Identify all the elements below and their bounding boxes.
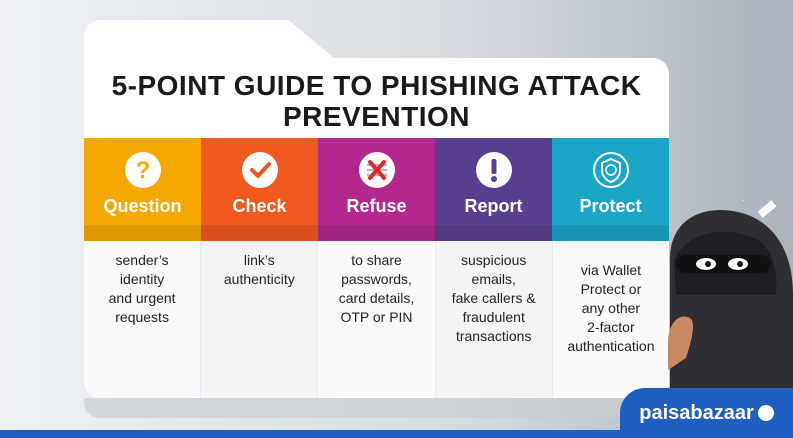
check-icon bbox=[241, 152, 278, 188]
desc-line: link’s bbox=[243, 252, 275, 268]
pupil bbox=[737, 261, 743, 267]
desc-protect: via Wallet Protect or any other 2-factor… bbox=[557, 261, 665, 356]
band-lower bbox=[84, 225, 201, 241]
title-line-2: PREVENTION bbox=[282, 101, 471, 132]
band-protect: Protect bbox=[552, 138, 669, 241]
desc-refuse: to share passwords, card details, OTP or… bbox=[322, 251, 430, 327]
desc-line: transactions bbox=[455, 328, 532, 344]
desc-report: suspicious emails, fake callers & fraudu… bbox=[440, 251, 548, 346]
desc-line: requests bbox=[115, 309, 169, 325]
guide-card: 5-POINT GUIDE TO PHISHING ATTACK PREVENT… bbox=[84, 58, 669, 398]
desc-line: authenticity bbox=[223, 271, 295, 287]
step-bands: ? Question Check Refuse Report bbox=[84, 138, 669, 241]
band-report: Report bbox=[435, 138, 552, 241]
desc-question: sender’s identity and urgent requests bbox=[88, 251, 196, 327]
band-lower bbox=[552, 225, 669, 241]
step-label-refuse: Refuse bbox=[346, 196, 407, 216]
desc-line: OTP or PIN bbox=[340, 309, 413, 325]
band-check: Check bbox=[201, 138, 318, 241]
band-question: ? Question bbox=[84, 138, 201, 241]
brand-dot-icon bbox=[757, 405, 774, 421]
brand-name: paisabazaar bbox=[639, 401, 754, 424]
step-label-question: Question bbox=[103, 196, 182, 216]
mask bbox=[676, 255, 771, 273]
band-lower bbox=[201, 225, 318, 241]
step-descriptions: sender’s identity and urgent requests li… bbox=[84, 241, 669, 398]
desc-line: 2-factor bbox=[587, 319, 635, 335]
desc-check: link’s authenticity bbox=[205, 251, 313, 289]
cross-icon bbox=[358, 152, 395, 188]
alert-mark bbox=[757, 200, 777, 218]
card-shadow bbox=[84, 398, 669, 418]
band-lower bbox=[318, 225, 435, 241]
hand bbox=[668, 316, 693, 370]
desc-line: suspicious bbox=[461, 252, 527, 268]
shield-icon bbox=[592, 152, 629, 188]
desc-line: emails, bbox=[471, 271, 516, 287]
alert-mark bbox=[736, 200, 752, 201]
question-icon: ? bbox=[124, 152, 161, 188]
hacker-illustration bbox=[668, 200, 793, 430]
col-report: suspicious emails, fake callers & fraudu… bbox=[435, 241, 553, 398]
bottom-bar bbox=[0, 430, 793, 438]
pupil bbox=[705, 261, 711, 267]
desc-line: any other bbox=[581, 300, 641, 316]
step-label-check: Check bbox=[232, 196, 287, 216]
page-title: 5-POINT GUIDE TO PHISHING ATTACK PREVENT… bbox=[84, 70, 669, 132]
col-protect: via Wallet Protect or any other 2-factor… bbox=[552, 241, 669, 398]
step-label-report: Report bbox=[464, 196, 523, 216]
desc-line: via Wallet bbox=[580, 262, 641, 278]
desc-line: passwords, bbox=[341, 271, 412, 287]
desc-line: Protect or bbox=[580, 281, 642, 297]
desc-line: fraudulent bbox=[462, 309, 525, 325]
desc-line: card details, bbox=[338, 290, 415, 306]
band-refuse: Refuse bbox=[318, 138, 435, 241]
desc-line: identity bbox=[119, 271, 165, 287]
brand-logo: paisabazaar bbox=[620, 388, 793, 438]
desc-line: sender’s bbox=[115, 252, 169, 268]
desc-line: fake callers & bbox=[451, 290, 536, 306]
exclamation-icon bbox=[475, 152, 512, 188]
col-refuse: to share passwords, card details, OTP or… bbox=[318, 241, 436, 398]
col-question: sender’s identity and urgent requests bbox=[84, 241, 202, 398]
desc-line: authentication bbox=[567, 338, 655, 354]
desc-line: and urgent bbox=[108, 290, 176, 306]
step-label-protect: Protect bbox=[579, 196, 642, 216]
svg-text:?: ? bbox=[135, 157, 150, 184]
band-lower bbox=[435, 225, 552, 241]
col-check: link’s authenticity bbox=[201, 241, 319, 398]
title-line-1: 5-POINT GUIDE TO PHISHING ATTACK bbox=[111, 70, 642, 101]
desc-line: to share bbox=[351, 252, 402, 268]
